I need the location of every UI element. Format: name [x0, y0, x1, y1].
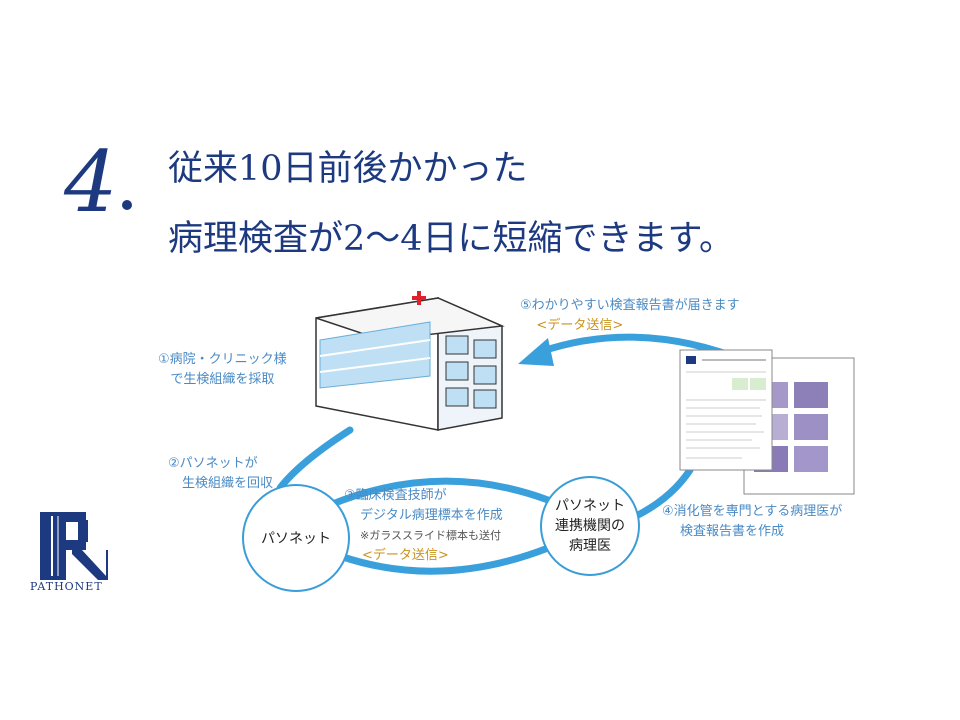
step-3: ③臨床検査技師が デジタル病理標本を作成 ※ガラススライド標本も送付 <データ送… [344, 486, 503, 566]
step-4-line-2: 検査報告書を作成 [680, 524, 785, 539]
step-3-line-2: デジタル病理標本を作成 [360, 508, 503, 523]
step-2-line-2: 生検組織を回収 [182, 476, 274, 491]
hospital-building-icon [315, 291, 505, 431]
step-1-line-1: ①病院・クリニック様 [158, 352, 287, 367]
step-1-line-2: で生検組織を採取 [170, 372, 275, 387]
arrow-pathonet-to-partner [326, 477, 552, 509]
arrow-partner-to-pathonet [336, 544, 552, 575]
step-3-line-1: ③臨床検査技師が [344, 488, 447, 503]
pathonet-node-label: パソネット [261, 531, 331, 547]
step-5-line-1: ⑤わかりやすい検査報告書が届きます [520, 298, 740, 313]
step-3-tag: <データ送信> [362, 548, 449, 563]
step-5: ⑤わかりやすい検査報告書が届きます <データ送信> [520, 296, 740, 336]
partner-node-line-2: 連携機関の [555, 518, 625, 534]
step-5-tag: <データ送信> [536, 318, 624, 333]
step-2: ②パソネットが 生検組織を回収 [168, 454, 273, 494]
logo-wordmark: PATHONET [30, 580, 103, 593]
pathonet-node: パソネット [242, 484, 350, 592]
step-3-note: ※ガラススライド標本も送付 [360, 529, 501, 542]
step-4-line-1: ④消化管を専門とする病理医が [662, 504, 843, 519]
step-1: ①病院・クリニック様 で生検組織を採取 [158, 350, 287, 390]
partner-node-line-3: 病理医 [569, 538, 611, 554]
pathonet-logo-icon [40, 512, 108, 580]
partner-node-line-1: パソネット [555, 498, 625, 514]
step-4: ④消化管を専門とする病理医が 検査報告書を作成 [662, 502, 842, 542]
report-documents-icon [679, 349, 855, 495]
step-2-line-1: ②パソネットが [168, 456, 258, 471]
headline-line-1: 従来10日前後かかった [168, 149, 528, 189]
headline-number: 4 [64, 133, 118, 231]
partner-pathologist-node: パソネット 連携機関の 病理医 [540, 476, 640, 576]
headline-line-2: 病理検査が2〜4日に短縮できます。 [168, 219, 735, 259]
arrowhead-hospital [518, 338, 554, 366]
arrow-hospital-to-pathonet [276, 426, 354, 492]
headline-number-dot [122, 200, 132, 210]
